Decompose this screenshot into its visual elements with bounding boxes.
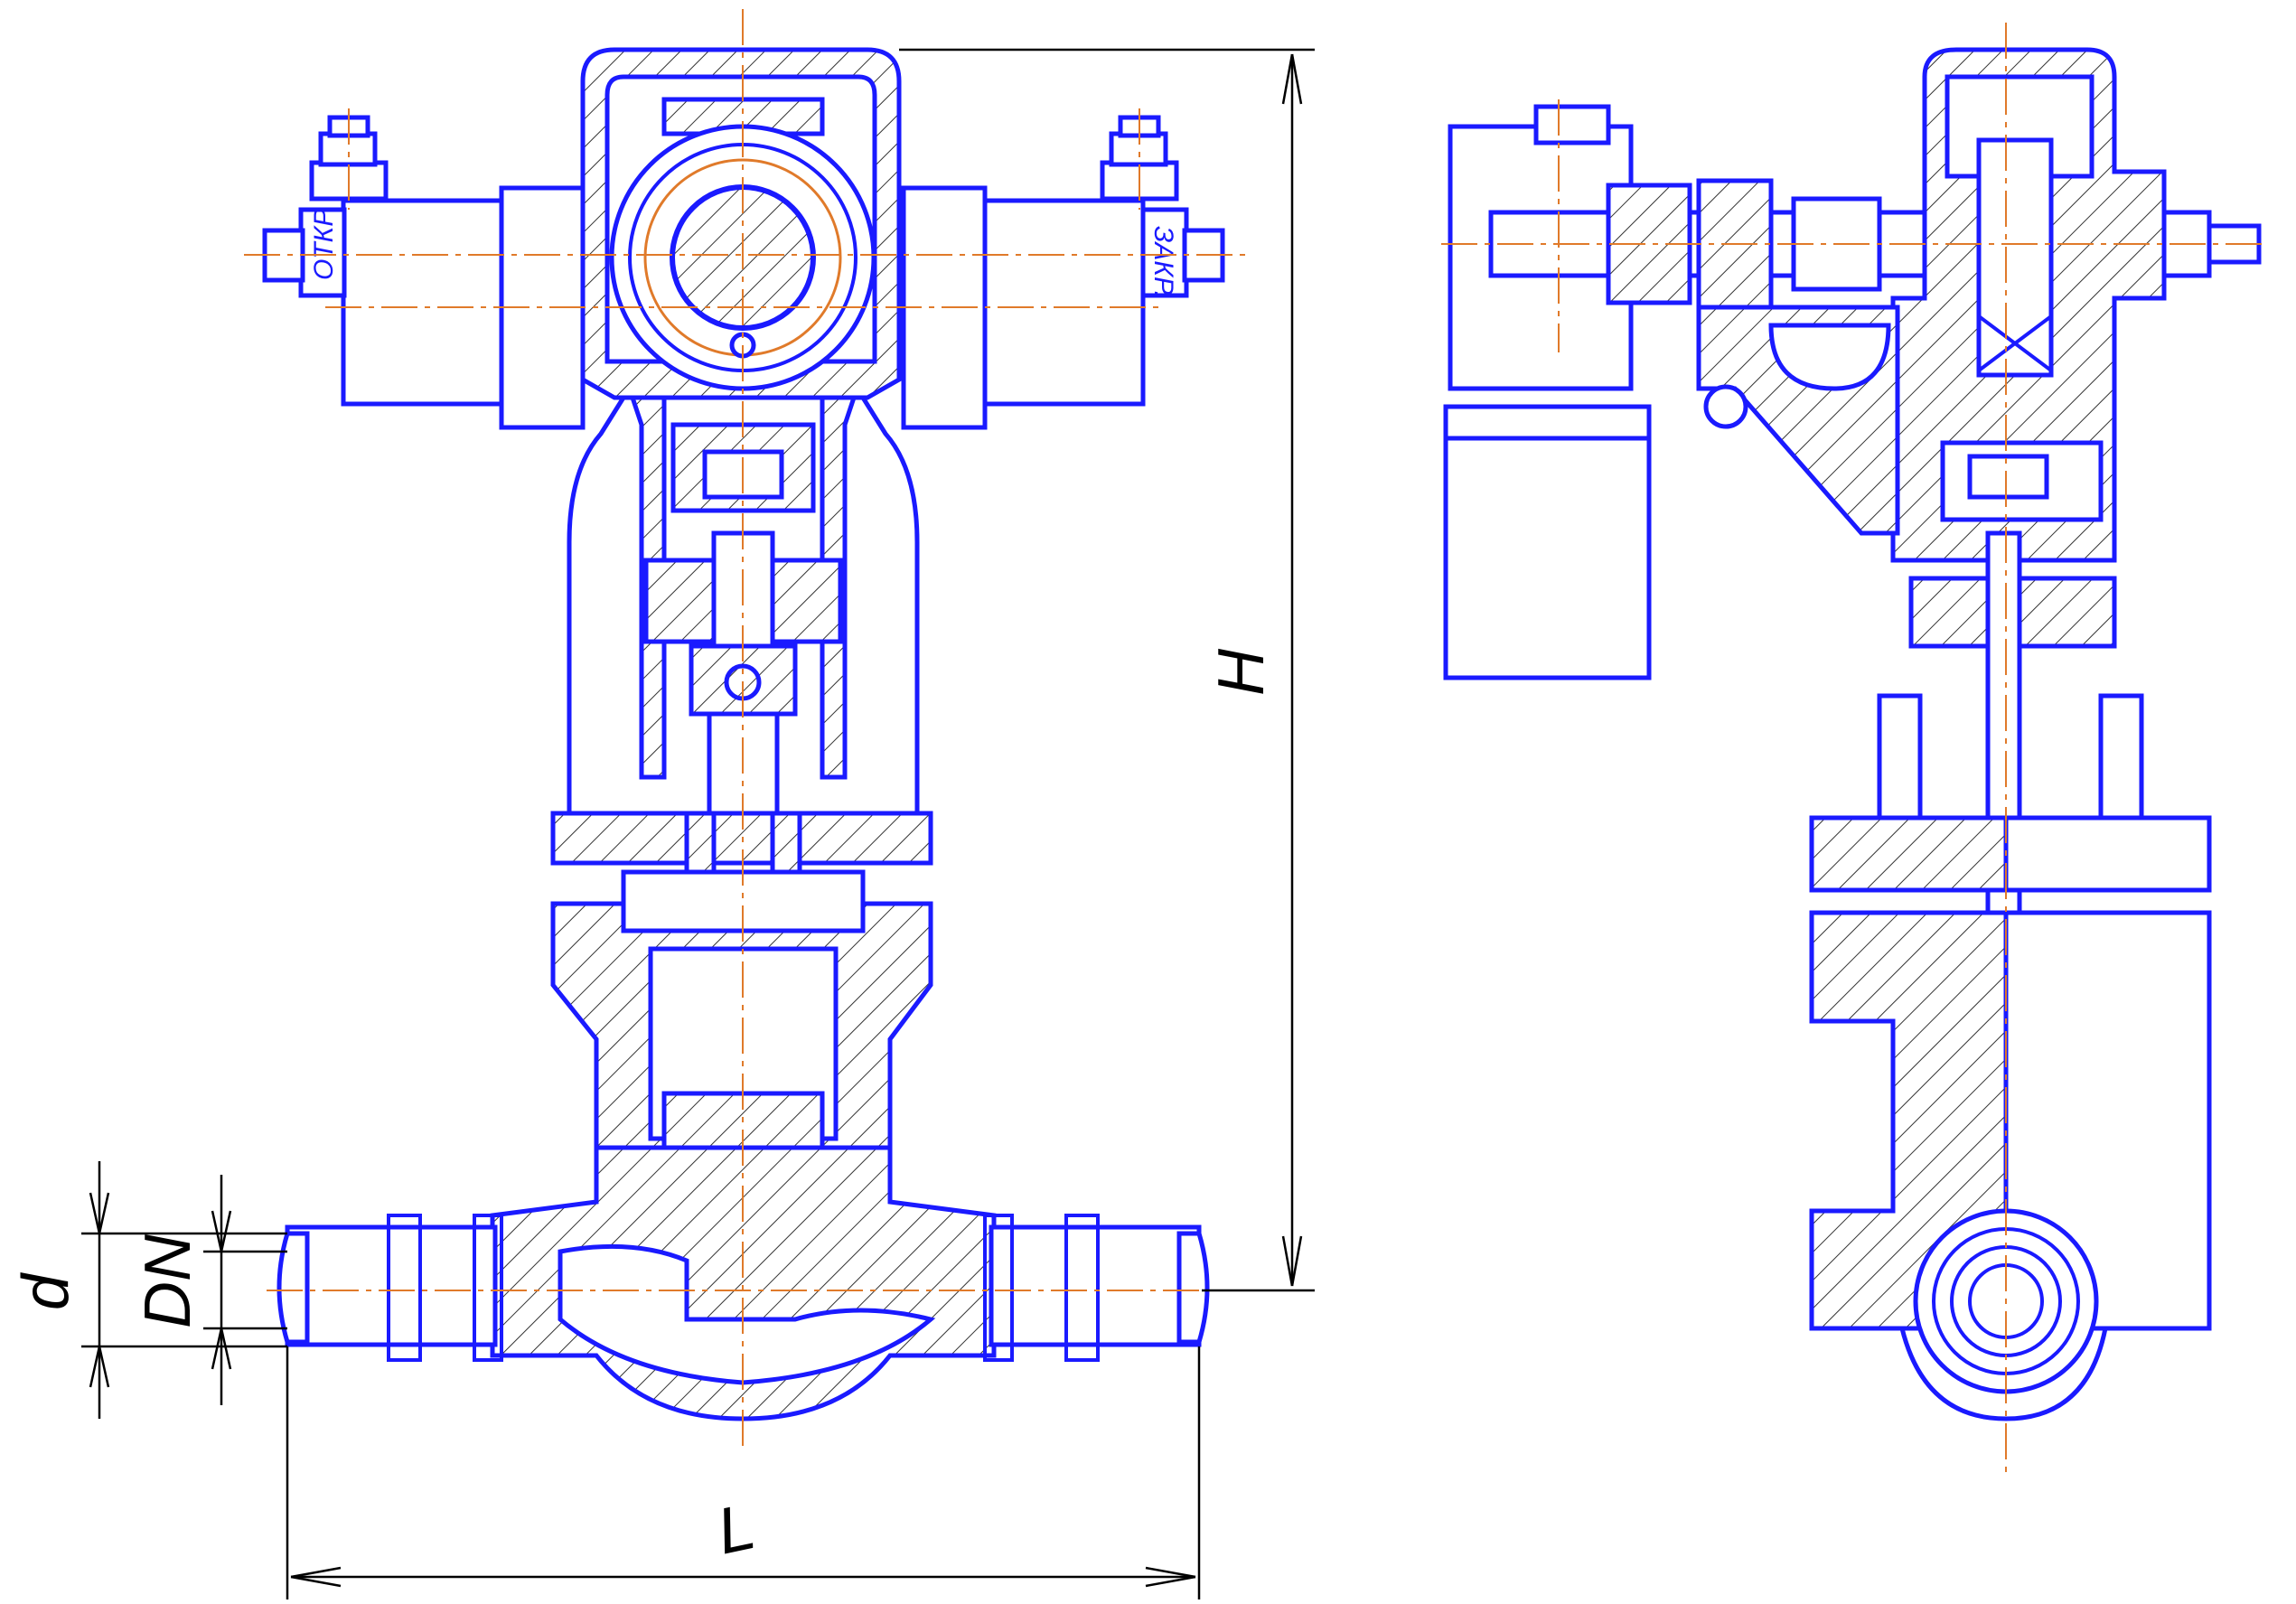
side-bolt-left bbox=[1877, 693, 1923, 834]
nozzle-left-outer bbox=[285, 1224, 498, 1347]
side-worm-wheel bbox=[1976, 137, 2054, 378]
dimension-d: d bbox=[10, 1272, 82, 1310]
front-view: ОТКР. ЗАКР. bbox=[244, 9, 1251, 1446]
dimension-h: H bbox=[1205, 648, 1278, 696]
nozzle-left-ring2 bbox=[473, 1214, 503, 1362]
gear-top-block bbox=[661, 97, 825, 136]
dimension-dn: DN bbox=[132, 1233, 204, 1328]
side-motor bbox=[1443, 404, 1652, 680]
dimensions: H L d DN bbox=[10, 48, 1315, 1599]
side-bolt-right bbox=[2098, 693, 2144, 834]
label-close: ЗАКР. bbox=[1148, 226, 1178, 298]
nozzle-left-tip bbox=[276, 1231, 310, 1345]
label-open: ОТКР. bbox=[309, 205, 339, 280]
actuator-right-cap bbox=[1140, 207, 1189, 298]
nozzle-right-ring2 bbox=[983, 1214, 1014, 1362]
side-motor-cap bbox=[1443, 404, 1652, 441]
flow-passage bbox=[558, 1243, 936, 1385]
side-bracket-hole bbox=[1703, 384, 1748, 429]
side-bracket-cutout bbox=[1768, 323, 1891, 391]
side-bonnet-flange-right bbox=[2003, 815, 2212, 893]
nozzle-right-ring1 bbox=[1064, 1214, 1100, 1362]
side-switch-top bbox=[1533, 104, 1611, 145]
side-view bbox=[1441, 23, 2268, 1477]
nozzle-left-ring1 bbox=[387, 1214, 422, 1362]
dimension-l: L bbox=[711, 1490, 762, 1569]
side-coupling-key bbox=[1967, 454, 2049, 500]
actuator-left-cap bbox=[298, 207, 347, 298]
nozzle-right-tip bbox=[1176, 1231, 1210, 1345]
nozzle-right-outer bbox=[989, 1224, 1202, 1347]
